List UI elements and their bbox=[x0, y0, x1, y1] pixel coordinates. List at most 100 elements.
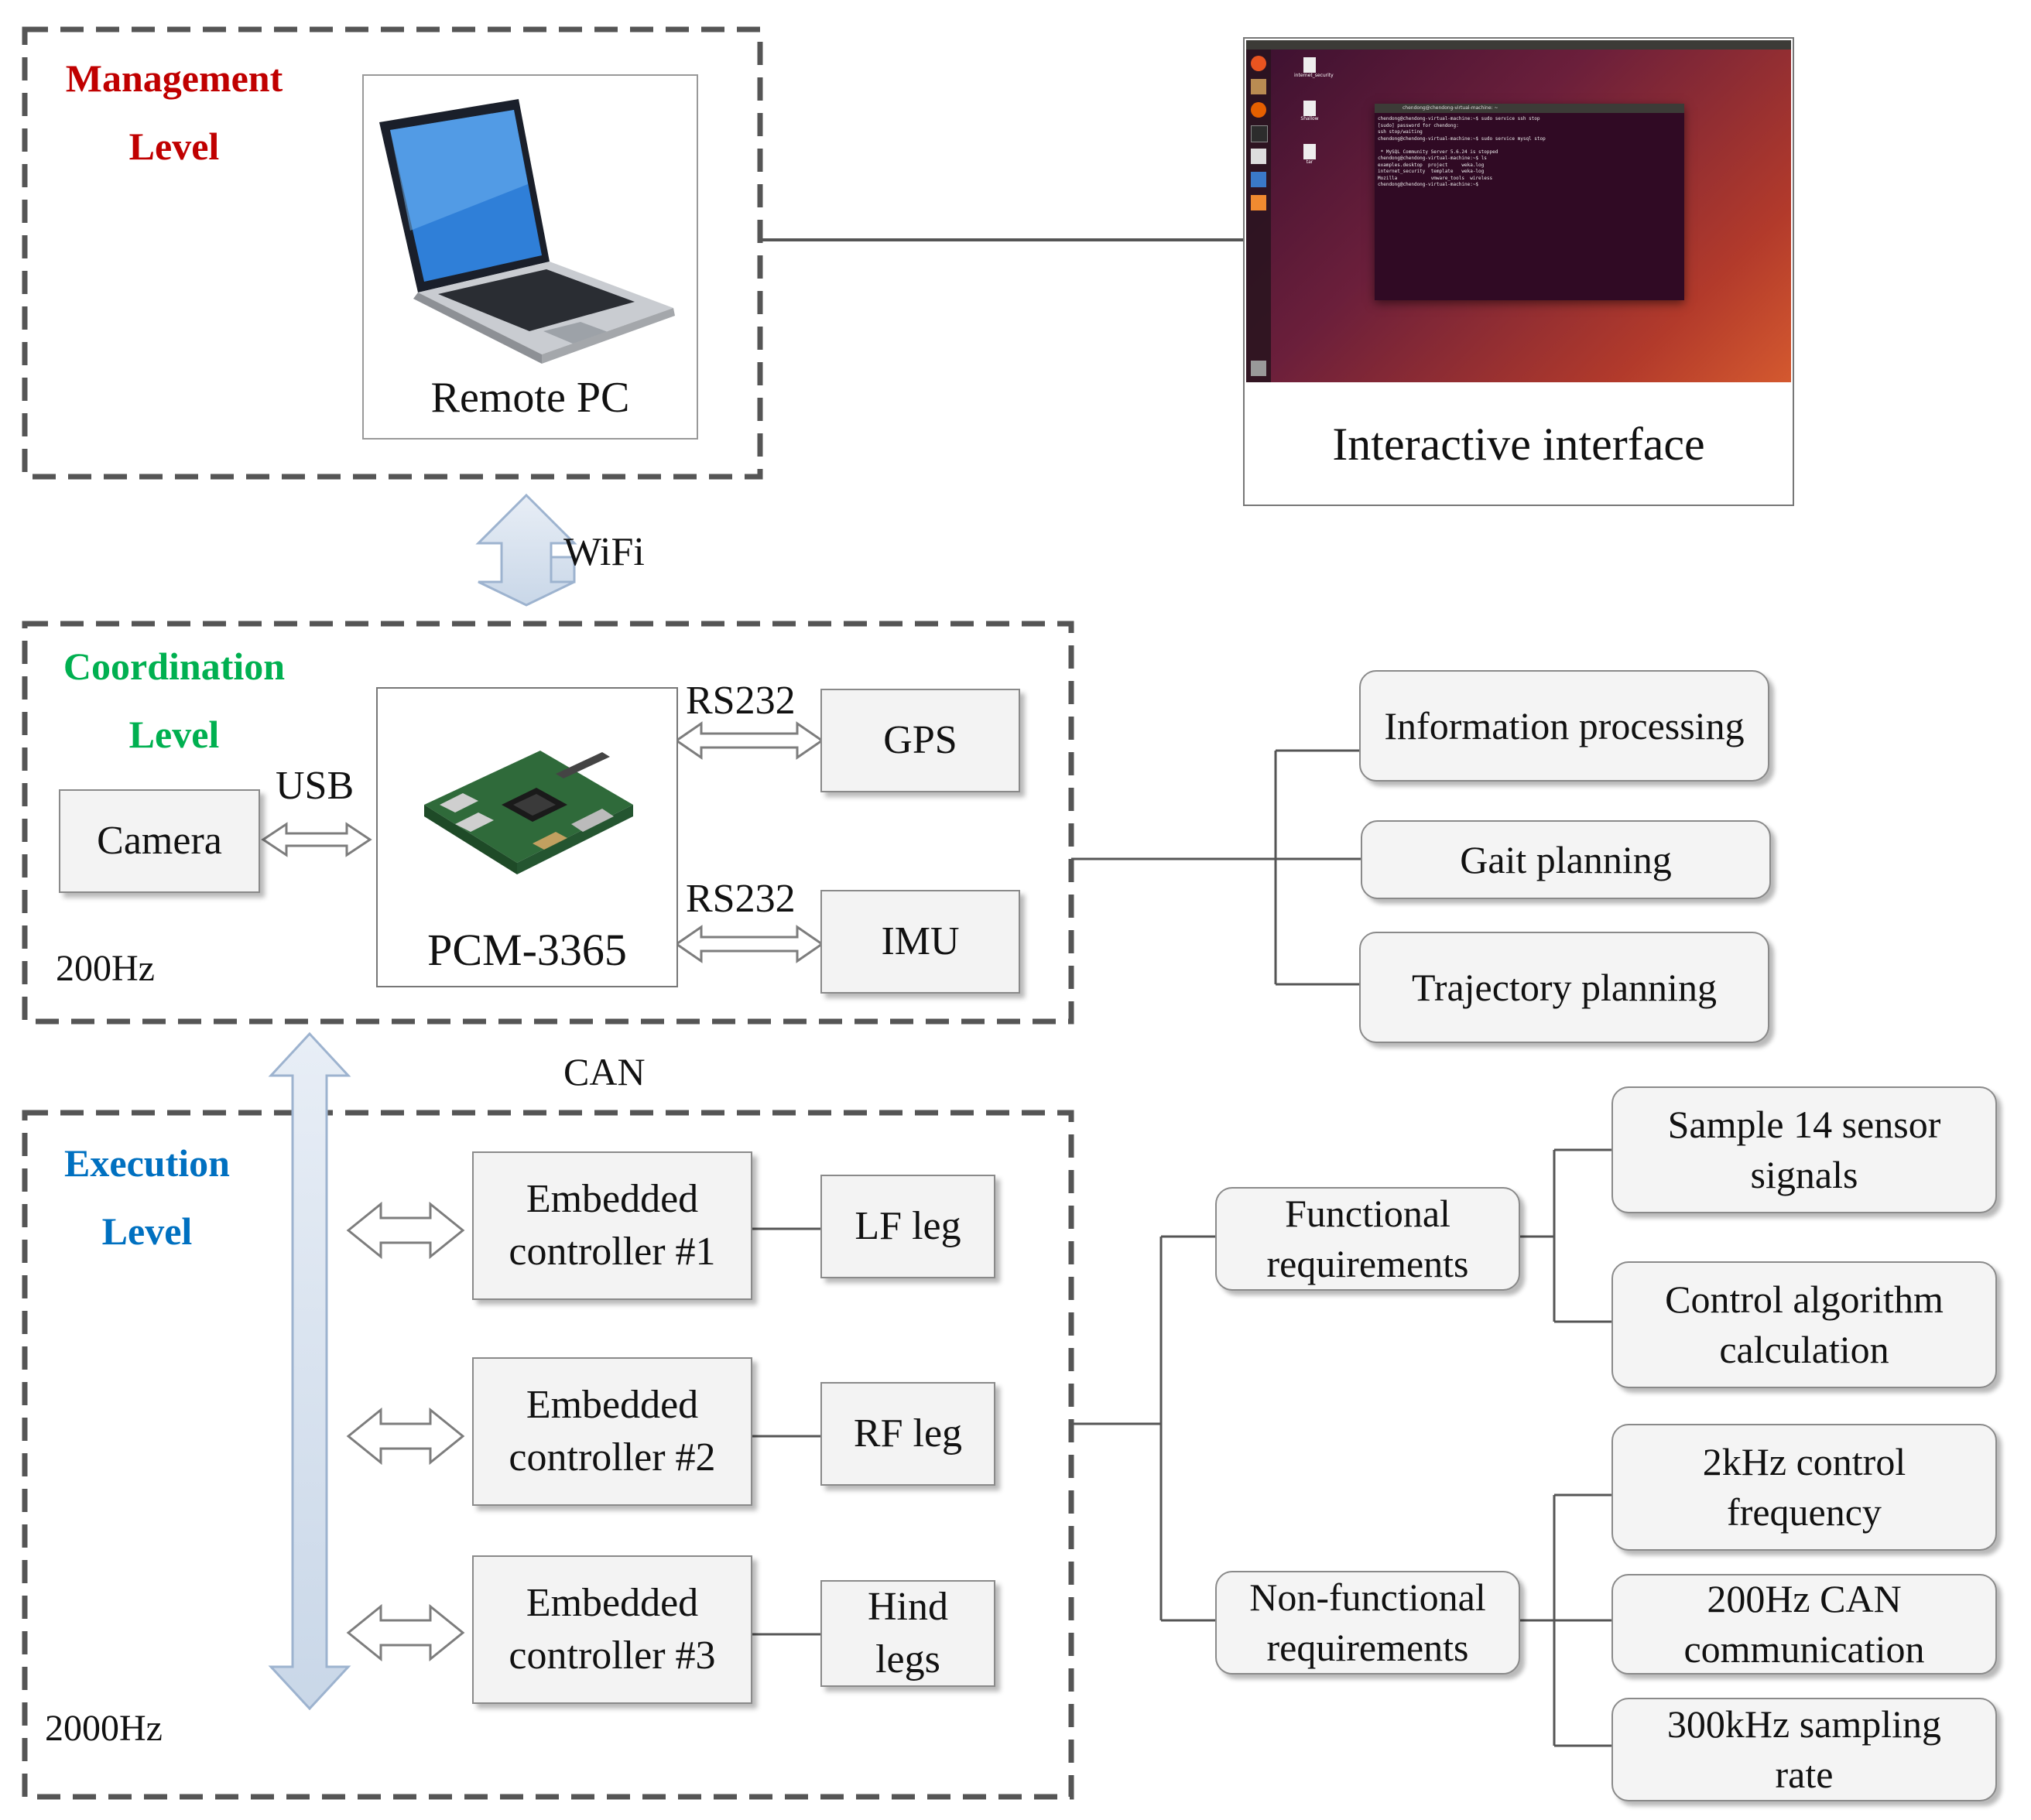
launcher-icon-firefox[interactable] bbox=[1251, 102, 1266, 118]
requirements-tree bbox=[1071, 1148, 1613, 1747]
terminal-line: internet_security template weka-log bbox=[1378, 169, 1485, 174]
requirement-label: Functional requirements bbox=[1266, 1192, 1469, 1285]
nonfunctional-requirements: Non-functional requirements bbox=[1215, 1571, 1520, 1675]
circuit-board-icon bbox=[424, 751, 633, 874]
management-title-line1: Management bbox=[65, 56, 283, 100]
gps-label: GPS bbox=[883, 718, 957, 763]
lf-leg-box: LF leg bbox=[820, 1175, 995, 1278]
desktop-icon-3-label: tar bbox=[1306, 159, 1313, 165]
laptop-icon bbox=[379, 99, 675, 364]
requirement-item-label: Control algorithm calculation bbox=[1665, 1278, 1944, 1371]
task-gait-planning: Gait planning bbox=[1361, 820, 1771, 899]
execution-level-title: Execution Level bbox=[31, 1130, 263, 1265]
wifi-label: WiFi bbox=[563, 530, 645, 574]
interactive-interface-label: Interactive interface bbox=[1332, 419, 1705, 470]
controller-leg-connectors bbox=[751, 1227, 820, 1636]
launcher-icon-trash[interactable] bbox=[1251, 361, 1266, 376]
requirement-control-algorithm: Control algorithm calculation bbox=[1611, 1261, 1997, 1388]
requirement-item-label: 300kHz sampling rate bbox=[1666, 1702, 1942, 1796]
desktop-icon-2-label: Shallow bbox=[1300, 116, 1319, 121]
leg-label: Hind legs bbox=[868, 1585, 948, 1681]
coordination-frequency: 200Hz bbox=[56, 948, 155, 989]
task-label: Gait planning bbox=[1460, 837, 1672, 881]
coordination-title-line2: Level bbox=[128, 712, 220, 756]
embedded-controller-1: Embedded controller #1 bbox=[472, 1151, 752, 1300]
embedded-controller-3: Embedded controller #3 bbox=[472, 1555, 752, 1704]
execution-title-line1: Execution bbox=[64, 1141, 230, 1185]
controller-label: Embedded controller #2 bbox=[509, 1383, 716, 1480]
task-label: Information processing bbox=[1384, 703, 1745, 748]
can-bus-arrow bbox=[268, 1031, 351, 1711]
management-title-line2: Level bbox=[128, 124, 220, 168]
functional-requirements: Functional requirements bbox=[1215, 1187, 1520, 1291]
terminal-line: chendong@chendong-virtual-machine:~$ sud… bbox=[1378, 116, 1540, 121]
desktop-icon-1[interactable]: internet_security bbox=[1294, 57, 1334, 78]
requirement-label: Non-functional requirements bbox=[1249, 1575, 1486, 1669]
hind-legs-box: Hind legs bbox=[820, 1580, 995, 1687]
rs232-imu-arrow bbox=[674, 925, 824, 963]
requirement-item-label: 2kHz control frequency bbox=[1702, 1440, 1906, 1534]
terminal-title: chendong@chendong-virtual-machine: ~ bbox=[1403, 105, 1498, 111]
coordination-title-line1: Coordination bbox=[63, 645, 286, 688]
camera-box: Camera bbox=[59, 789, 260, 893]
terminal-line: chendong@chendong-virtual-machine:~$ ls bbox=[1378, 156, 1487, 161]
leg-label: RF leg bbox=[853, 1411, 963, 1456]
terminal-window[interactable]: chendong@chendong-virtual-machine: ~ che… bbox=[1375, 104, 1684, 300]
desktop-screenshot: internet_security Shallow tar chendong@c… bbox=[1246, 40, 1791, 382]
launcher-icon-editor[interactable] bbox=[1251, 149, 1266, 164]
launcher-icon-terminal[interactable] bbox=[1251, 125, 1268, 142]
execution-frequency: 2000Hz bbox=[45, 1708, 163, 1749]
launcher-icon-software[interactable] bbox=[1251, 195, 1266, 210]
requirement-sample-sensors: Sample 14 sensor signals bbox=[1611, 1086, 1997, 1213]
execution-title-line2: Level bbox=[101, 1209, 193, 1253]
remote-pc-panel: Remote PC bbox=[362, 74, 698, 440]
can-link-arrow-2 bbox=[346, 1407, 465, 1466]
leg-label: LF leg bbox=[855, 1204, 961, 1249]
pcm-board-label: PCM-3365 bbox=[427, 925, 627, 975]
terminal-line: examples.desktop project weka.log bbox=[1378, 162, 1485, 168]
camera-label: Camera bbox=[97, 819, 222, 864]
can-label: CAN bbox=[563, 1050, 646, 1093]
terminal-line: chendong@chendong-virtual-machine:~$ bbox=[1378, 182, 1479, 187]
execution-level-frame bbox=[22, 1110, 1074, 1800]
coordination-level-frame bbox=[22, 621, 1074, 1025]
requirement-item-label: 200Hz CAN communication bbox=[1683, 1577, 1925, 1671]
rf-leg-box: RF leg bbox=[820, 1382, 995, 1486]
terminal-line: [sudo] password for chendong: bbox=[1378, 122, 1459, 128]
file-icon bbox=[1303, 101, 1316, 116]
coordination-tasks-tree bbox=[1071, 749, 1361, 986]
can-link-arrow-3 bbox=[346, 1603, 465, 1662]
desktop-icon-2[interactable]: Shallow bbox=[1294, 101, 1325, 121]
terminal-line: * MySQL Community Server 5.6.24 is stopp… bbox=[1378, 149, 1498, 155]
management-level-title: Management Level bbox=[46, 45, 302, 180]
file-icon bbox=[1303, 57, 1316, 73]
requirement-control-frequency: 2kHz control frequency bbox=[1611, 1424, 1997, 1551]
rs232-imu-label: RS232 bbox=[686, 877, 796, 921]
desktop-icon-3[interactable]: tar bbox=[1294, 144, 1325, 165]
usb-label: USB bbox=[276, 764, 354, 808]
gps-box: GPS bbox=[820, 689, 1020, 792]
file-icon bbox=[1303, 144, 1316, 159]
launcher-icon-app[interactable] bbox=[1251, 172, 1266, 187]
desktop-icon-1-label: internet_security bbox=[1294, 73, 1334, 78]
embedded-controller-2: Embedded controller #2 bbox=[472, 1357, 752, 1506]
terminal-output: chendong@chendong-virtual-machine:~$ sud… bbox=[1375, 113, 1684, 192]
usb-arrow bbox=[261, 822, 372, 857]
controller-label: Embedded controller #3 bbox=[509, 1581, 716, 1678]
launcher-icon-ubuntu[interactable] bbox=[1251, 56, 1266, 71]
management-level-frame bbox=[22, 26, 763, 480]
terminal-line: chendong@chendong-virtual-machine:~$ sud… bbox=[1378, 135, 1546, 142]
imu-label: IMU bbox=[881, 919, 960, 964]
requirement-item-label: Sample 14 sensor signals bbox=[1667, 1103, 1941, 1196]
can-link-arrow-1 bbox=[346, 1201, 465, 1260]
task-label: Trajectory planning bbox=[1412, 965, 1717, 1009]
launcher-bar bbox=[1246, 50, 1271, 382]
coordination-level-title: Coordination Level bbox=[46, 633, 302, 768]
rs232-gps-arrow bbox=[674, 721, 824, 760]
requirement-sampling-rate: 300kHz sampling rate bbox=[1611, 1698, 1997, 1801]
task-information-processing: Information processing bbox=[1359, 670, 1769, 782]
remote-pc-label: Remote PC bbox=[430, 374, 630, 422]
task-trajectory-planning: Trajectory planning bbox=[1359, 932, 1769, 1043]
launcher-icon-files[interactable] bbox=[1251, 79, 1266, 94]
